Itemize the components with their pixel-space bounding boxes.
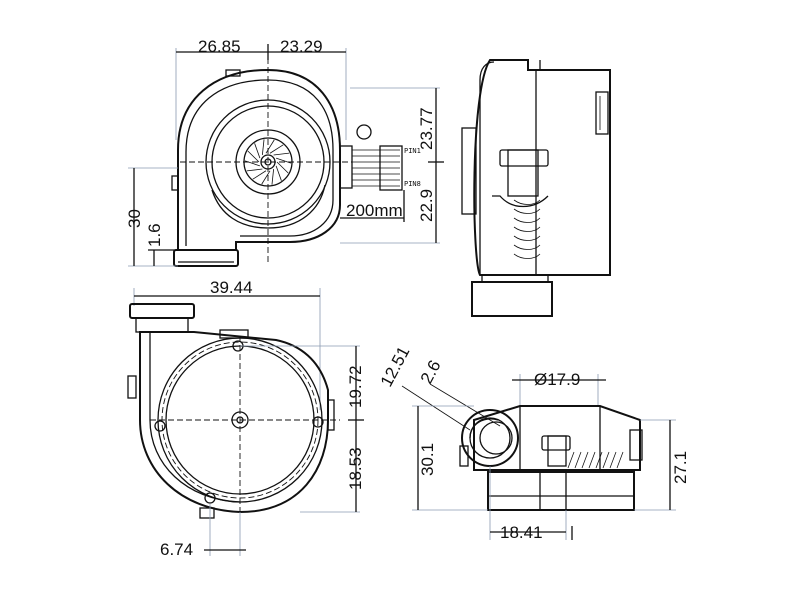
back-view: 39.44 19.72 18.53 6.74 <box>127 278 365 559</box>
dim-6-74: 6.74 <box>160 540 193 559</box>
dim-23-29: 23.29 <box>280 37 323 56</box>
pin8-label: PIN8 <box>404 180 421 188</box>
dim-1-6: 1.6 <box>145 223 164 247</box>
dim-30-1: 30.1 <box>418 443 437 476</box>
dim-2-6: 2.6 <box>417 357 445 387</box>
top-view: Ø17.9 12.51 2.6 30.1 27.1 <box>377 343 690 542</box>
dim-22-9: 22.9 <box>417 189 436 222</box>
dim-30: 30 <box>125 209 144 228</box>
front-view: 26.85 23.29 PIN1 PIN8 <box>125 37 444 267</box>
dim-39-44: 39.44 <box>210 278 253 297</box>
dim-12-51: 12.51 <box>377 343 414 389</box>
dim-19-72: 19.72 <box>346 365 365 408</box>
dim-18-53: 18.53 <box>346 447 365 490</box>
pin1-label: PIN1 <box>404 147 421 155</box>
side-view <box>461 59 611 317</box>
dim-200mm: 200mm <box>346 201 403 220</box>
dim-23-77: 23.77 <box>417 107 436 150</box>
dim-26-85: 26.85 <box>198 37 241 56</box>
dim-18-41: 18.41 <box>500 523 543 542</box>
dim-diameter-17-9: Ø17.9 <box>534 370 580 389</box>
dim-27-1: 27.1 <box>671 451 690 484</box>
